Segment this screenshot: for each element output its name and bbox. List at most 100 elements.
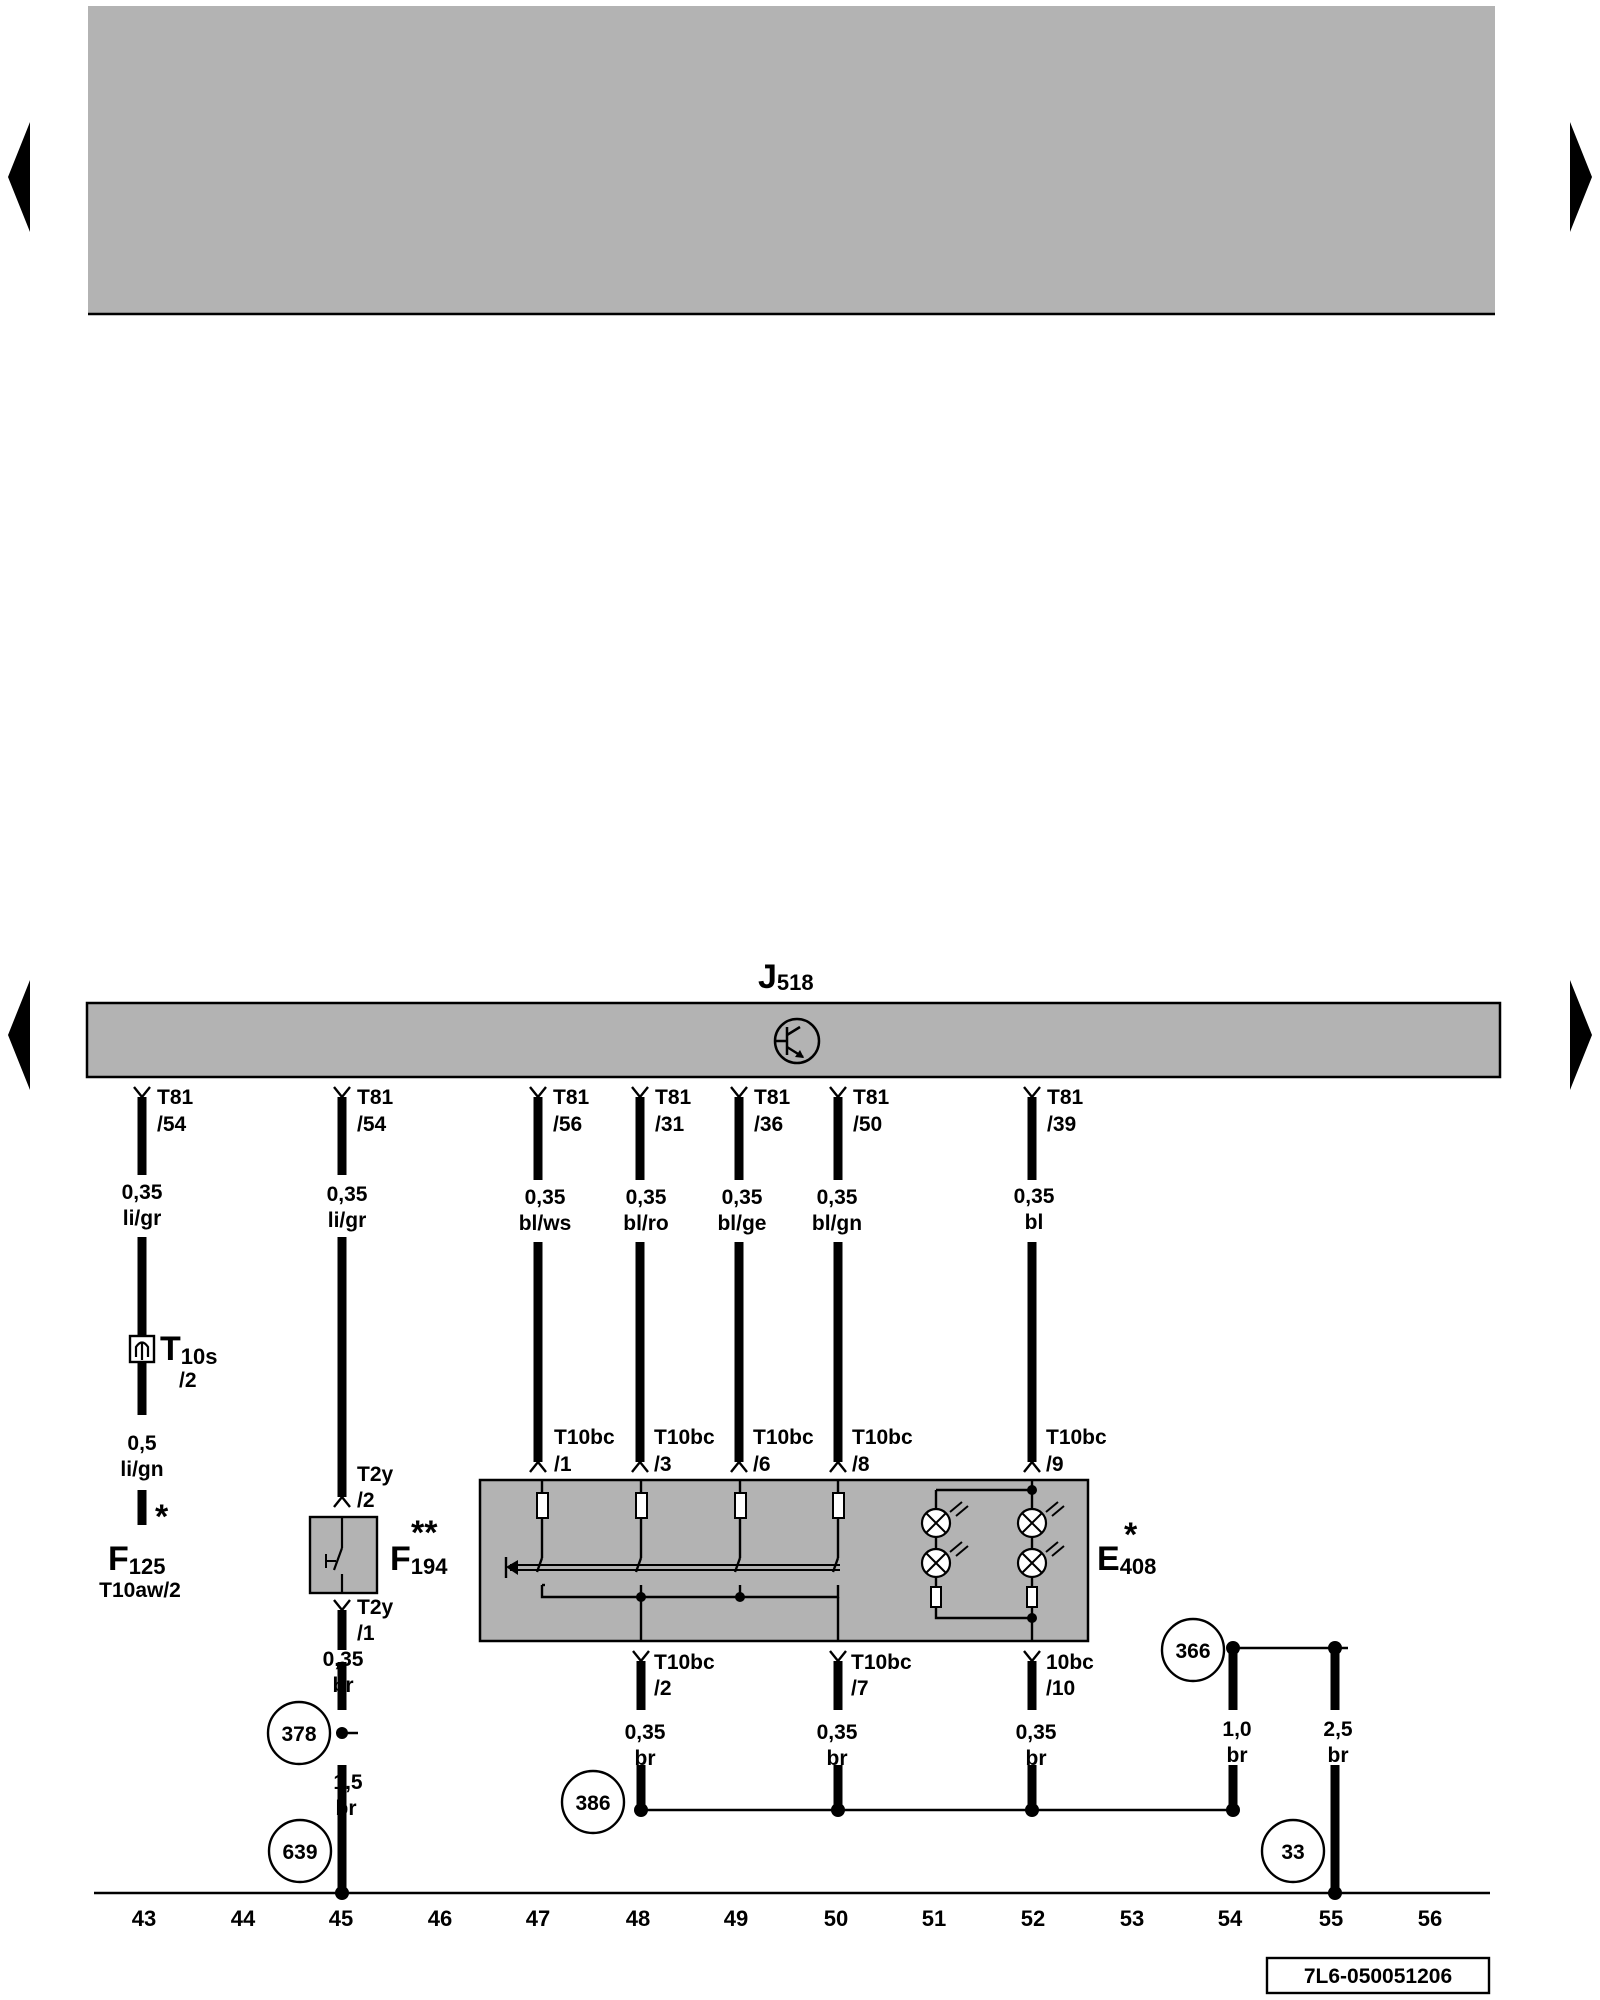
pin-label: T81 bbox=[1047, 1086, 1084, 1109]
wire-size: 0,35 bbox=[626, 1186, 667, 1209]
module-label: J518 bbox=[758, 958, 814, 996]
wire-color: br bbox=[333, 1674, 354, 1697]
pin-label: T81 bbox=[853, 1086, 890, 1109]
pin-label: T81 bbox=[157, 1086, 194, 1109]
wire-color: bl bbox=[1025, 1211, 1044, 1234]
column-number: 48 bbox=[626, 1906, 650, 1931]
wire-color: br bbox=[635, 1747, 656, 1770]
wires-to-e408 bbox=[529, 1086, 1041, 1473]
connector-t10s-icon bbox=[128, 1334, 156, 1364]
column-number: 52 bbox=[1021, 1906, 1045, 1931]
ref-378: 378 bbox=[266, 1700, 332, 1766]
f194-pin-bottom: /1 bbox=[357, 1622, 375, 1645]
ref-386: 386 bbox=[560, 1769, 626, 1835]
column-number: 47 bbox=[526, 1906, 550, 1931]
column-number: 56 bbox=[1418, 1906, 1442, 1931]
ground-wires bbox=[632, 1641, 1348, 1900]
prev-page-arrow-bottom[interactable] bbox=[8, 980, 30, 1090]
pin-label: /39 bbox=[1047, 1113, 1076, 1136]
lamp-icon bbox=[1016, 1541, 1065, 1579]
column-number: 50 bbox=[824, 1906, 848, 1931]
e408-pin-label: /9 bbox=[1046, 1453, 1064, 1476]
column-number: 43 bbox=[132, 1906, 156, 1931]
pin-label: T81 bbox=[655, 1086, 692, 1109]
e408-pin-label: T10bc bbox=[654, 1651, 715, 1674]
e408-pin-label: 10bc bbox=[1046, 1651, 1094, 1674]
e408-pin-label: /3 bbox=[654, 1453, 672, 1476]
ref-366: 366 bbox=[1160, 1617, 1226, 1683]
e408-pin-label: T10bc bbox=[554, 1426, 615, 1449]
e408-label: E408 bbox=[1097, 1540, 1156, 1579]
wire-size: 0,35 bbox=[817, 1721, 858, 1744]
lamp-icon bbox=[1016, 1501, 1065, 1539]
column-number: 55 bbox=[1319, 1906, 1343, 1931]
f125-star: * bbox=[155, 1498, 169, 1536]
f194-label: F194 bbox=[390, 1540, 448, 1579]
wire-size: 2,5 bbox=[1323, 1718, 1353, 1741]
wire-size: 0,35 bbox=[817, 1186, 858, 1209]
prev-page-arrow-top[interactable] bbox=[8, 122, 30, 232]
transistor-symbol-icon bbox=[773, 1017, 821, 1065]
column-number: 46 bbox=[428, 1906, 452, 1931]
f194-pin-top: /2 bbox=[357, 1489, 375, 1512]
e408-pin-label: T10bc bbox=[851, 1651, 912, 1674]
e408-pin-label: /10 bbox=[1046, 1677, 1075, 1700]
next-page-arrow-top[interactable] bbox=[1570, 122, 1592, 232]
wire-color: br bbox=[1026, 1747, 1047, 1770]
lamp-icon bbox=[920, 1501, 969, 1539]
wire-size: 1,5 bbox=[333, 1771, 363, 1794]
doc-id: 7L6-050051206 bbox=[1304, 1965, 1452, 1988]
wire-color: bl/ro bbox=[623, 1212, 669, 1235]
wire-size: 0,35 bbox=[1016, 1721, 1057, 1744]
wire-size: 1,0 bbox=[1222, 1718, 1251, 1741]
column-number: 51 bbox=[922, 1906, 946, 1931]
pin-label: T81 bbox=[754, 1086, 791, 1109]
pin-label: /54 bbox=[157, 1113, 187, 1136]
wire-color: bl/gn bbox=[812, 1212, 862, 1235]
e408-pin-label: T10bc bbox=[852, 1426, 913, 1449]
wire-color: br bbox=[336, 1797, 357, 1820]
f125-label: F125 bbox=[108, 1540, 166, 1579]
wire-color: li/gr bbox=[328, 1209, 367, 1232]
e408-pin-label: /1 bbox=[554, 1453, 572, 1476]
upper-panel bbox=[88, 6, 1495, 314]
pin-label: T81 bbox=[553, 1086, 590, 1109]
connector-t10s-pin: /2 bbox=[179, 1369, 197, 1392]
f194-pin-top: T2y bbox=[357, 1463, 394, 1486]
wire-color: bl/ws bbox=[519, 1212, 572, 1235]
e408-pin-label: T10bc bbox=[753, 1426, 814, 1449]
ref-33: 33 bbox=[1260, 1818, 1326, 1884]
e408-star: * bbox=[1124, 1516, 1138, 1554]
column-number: 54 bbox=[1218, 1906, 1243, 1931]
wire-col45 bbox=[333, 1086, 358, 1900]
pin-label: /50 bbox=[853, 1113, 882, 1136]
lamp-icon bbox=[920, 1541, 969, 1579]
e408-pin-label: /7 bbox=[851, 1677, 869, 1700]
pin-label: /36 bbox=[754, 1113, 783, 1136]
svg-text:386: 386 bbox=[575, 1792, 610, 1815]
wire-size: 0,5 bbox=[127, 1432, 157, 1455]
f194-star: ** bbox=[411, 1514, 438, 1552]
pin-label: T81 bbox=[357, 1086, 394, 1109]
next-page-arrow-bottom[interactable] bbox=[1570, 980, 1592, 1090]
wire-size: 0,35 bbox=[525, 1186, 566, 1209]
f125-location: T10aw/2 bbox=[99, 1579, 181, 1602]
pin-label: /56 bbox=[553, 1113, 582, 1136]
wire-size: 0,35 bbox=[327, 1183, 368, 1206]
switch-f194-icon bbox=[308, 1515, 379, 1595]
svg-text:366: 366 bbox=[1175, 1640, 1210, 1663]
ref-639: 639 bbox=[267, 1818, 333, 1884]
column-number: 49 bbox=[724, 1906, 748, 1931]
e408-pin-label: /8 bbox=[852, 1453, 870, 1476]
column-number: 45 bbox=[329, 1906, 353, 1931]
f194-pin-bottom: T2y bbox=[357, 1596, 394, 1619]
e408-box bbox=[478, 1478, 1090, 1643]
e408-pin-label: /2 bbox=[654, 1677, 672, 1700]
wire-color: br bbox=[1227, 1744, 1248, 1767]
wire-size: 0,35 bbox=[323, 1648, 364, 1671]
wire-color: li/gn bbox=[120, 1458, 163, 1481]
wire-color: bl/ge bbox=[717, 1212, 766, 1235]
svg-text:378: 378 bbox=[281, 1723, 316, 1746]
column-number: 53 bbox=[1120, 1906, 1144, 1931]
